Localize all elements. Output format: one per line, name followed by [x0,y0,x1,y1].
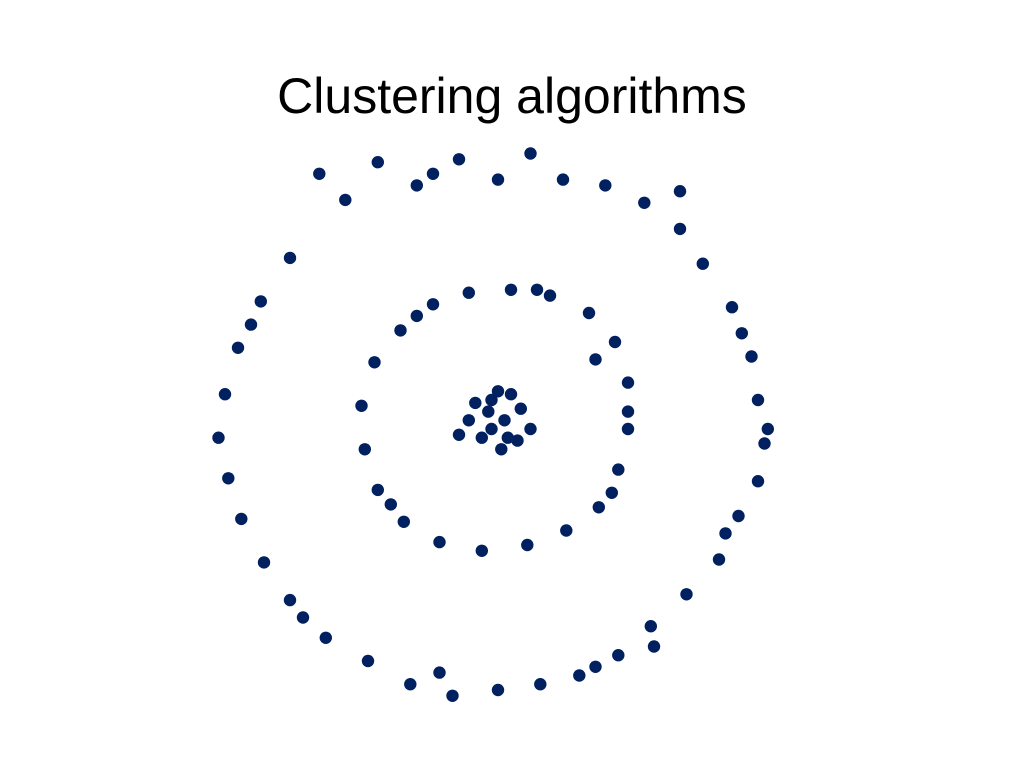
scatter-point [319,631,332,644]
scatter-point [556,173,570,186]
scatter-point [384,498,397,511]
scatter-point [426,298,440,311]
scatter-point [534,678,547,691]
scatter-point [735,327,748,340]
scatter-point [446,689,459,702]
scatter-point [644,620,657,633]
scatter-point [469,396,482,410]
scatter-series-3 [452,385,537,456]
scatter-point [475,431,488,444]
scatter-point [397,515,410,528]
scatter-point [222,472,235,485]
scatter-point [621,422,635,436]
scatter-point [355,399,368,412]
scatter-point [524,147,537,160]
scatter-point [371,156,384,169]
scatter-point [696,257,709,270]
scatter-point [751,393,765,407]
scatter-point [605,486,618,499]
scatter-point [462,414,475,427]
scatter-point [498,414,511,427]
scatter-point [452,153,466,166]
scatter-point [758,437,771,450]
scatter-point [589,353,602,366]
scatter-point [612,649,625,662]
scatter-point [504,283,518,296]
scatter-point [491,385,505,398]
scatter-point [592,501,605,514]
scatter-point [231,341,245,354]
scatter-point [621,376,635,389]
scatter-point [462,286,475,299]
scatter-point [745,350,758,363]
scatter-point [751,475,765,488]
scatter-point [485,393,498,407]
scatter-point [504,388,518,401]
scatter-point [719,527,732,540]
scatter-point [296,611,310,624]
scatter-point [235,512,248,526]
scatter-point [638,196,651,209]
scatter-point [712,553,726,566]
scatter-series-2 [355,283,635,557]
scatter-point [433,535,446,549]
scatter-point [410,179,423,192]
scatter-point [371,483,384,497]
scatter-point [218,388,232,401]
scatter-point [426,167,440,180]
scatter-point [612,463,625,476]
scatter-point [254,295,267,308]
scatter-point [560,524,573,537]
scatter-point [358,443,371,456]
scatter-point [761,422,774,436]
scatter-point [524,422,537,436]
scatter-point [394,324,407,337]
scatter-point [257,556,271,569]
scatter-point [283,593,297,607]
scatter-point [573,669,586,682]
scatter-point [647,640,661,653]
scatter-point [725,301,739,314]
scatter-point [530,283,544,296]
scatter-point [485,422,498,436]
scatter-point [433,666,446,679]
scatter-point [244,318,258,331]
scatter-point [582,306,596,320]
slide-title: Clustering algorithms [277,68,747,124]
scatter-point [212,431,225,444]
scatter-point [599,179,612,192]
scatter-point [283,251,297,265]
scatter-point [495,443,508,456]
scatter-point [680,588,693,601]
scatter-point [673,185,687,198]
scatter-point [482,405,495,418]
scatter-point [521,538,534,552]
scatter-point [732,509,745,523]
scatter-point [589,660,602,673]
scatter-point [543,289,557,302]
scatter-point [452,428,466,441]
scatter-point [608,335,622,349]
scatter-point [673,222,687,236]
scatter-point [368,356,381,369]
scatter-point [491,683,505,697]
scatter-point [361,654,375,668]
scatter-point [501,431,514,444]
scatter-point [475,544,488,557]
scatter-point [511,434,524,447]
scatter-point [491,173,505,186]
scatter-point [339,193,352,207]
scatter-point [410,309,423,323]
scatter-series-1 [212,147,774,702]
scatter-point [514,402,527,415]
scatter-point [404,678,417,691]
scatter-point [313,167,326,180]
scatter-point [621,405,635,418]
